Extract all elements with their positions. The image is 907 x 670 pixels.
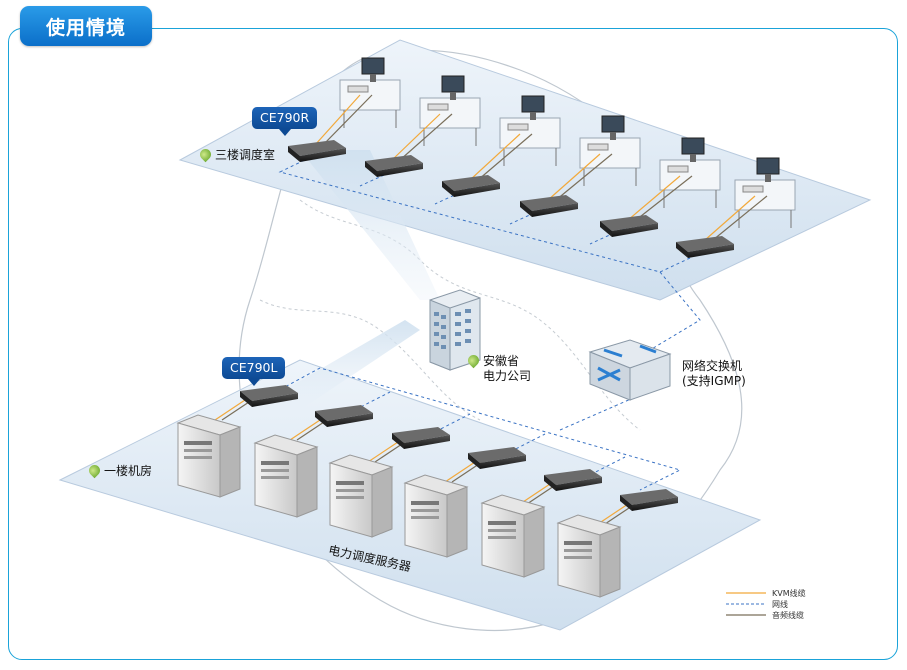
company-line1: 安徽省 [483, 354, 520, 368]
third-floor-text: 三楼调度室 [215, 148, 276, 162]
map-inner-border [259, 299, 481, 421]
page-title: 使用情境 [45, 17, 126, 39]
title-tab: 使用情境 [20, 6, 152, 46]
map-inner-border [299, 199, 641, 431]
location-pin-icon [86, 462, 103, 479]
first-floor-label: 一楼机房 [86, 462, 153, 479]
building-icon [429, 289, 481, 371]
diagram-frame [8, 28, 898, 660]
ce790l-units [240, 385, 678, 511]
ce790r-callout: CE790R [252, 107, 318, 136]
legend-kvm: KVM线缆 [772, 589, 806, 598]
legend-audio: 音频线缆 [772, 611, 804, 620]
switch-label: 网络交换机 (支持IGMP) [682, 359, 746, 389]
company-label: 安徽省 电力公司 [465, 352, 532, 384]
ce790l-callout: CE790L [222, 357, 286, 386]
ce790r-units [288, 140, 734, 258]
switch-line1: 网络交换机 [682, 359, 743, 373]
server-towers [176, 414, 622, 598]
connection-beam [300, 150, 440, 300]
kvm-cables-upper [314, 94, 768, 241]
legend-network: 网线 [772, 600, 788, 609]
company-line2: 电力公司 [483, 369, 532, 383]
network-switch-icon [588, 339, 672, 401]
connection-beam [250, 320, 420, 410]
third-floor-label: 三楼调度室 [197, 146, 276, 163]
legend-swatches [726, 592, 766, 616]
switch-line2: (支持IGMP) [682, 374, 746, 388]
location-pin-icon [465, 352, 482, 369]
first-floor-text: 一楼机房 [104, 464, 153, 478]
location-pin-icon [197, 146, 214, 163]
